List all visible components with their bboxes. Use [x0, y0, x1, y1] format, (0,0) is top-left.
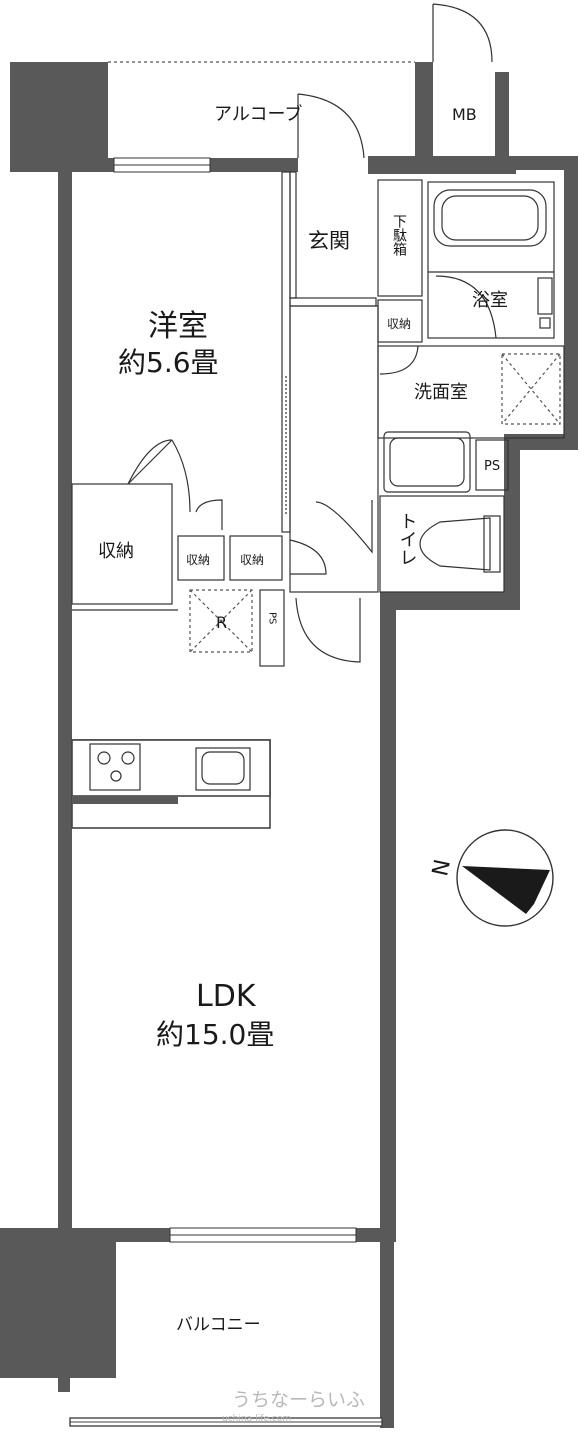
kitchen — [71, 739, 271, 829]
refrigerator-label: R — [216, 613, 227, 632]
walls — [0, 62, 578, 1428]
watermark-sub: uchina-life.com — [222, 1414, 291, 1424]
bath-faucet-knob — [539, 317, 551, 329]
ps-outline — [475, 439, 509, 491]
entry-top-wall — [368, 156, 516, 174]
closet-a-label: 収納 — [186, 553, 210, 567]
washing-machine-pan — [501, 353, 561, 425]
windows — [69, 157, 383, 1427]
storage-label: 収納 — [98, 541, 134, 562]
bedroom-top-wall — [58, 158, 114, 172]
mb-right-wall — [495, 72, 509, 158]
closet-a-outline — [177, 535, 225, 581]
ldk-size: 約15.0畳 — [156, 1018, 274, 1051]
sink-outer — [195, 747, 251, 791]
mb-label: MB — [452, 105, 477, 124]
toilet-bowl — [419, 517, 491, 571]
stove-burner-2 — [121, 751, 135, 765]
hall-door-swing — [289, 539, 327, 575]
toilet-tank — [483, 515, 501, 573]
bathtub-inner — [441, 195, 539, 241]
closet-b-outline — [229, 535, 283, 581]
refrigerator-x2 — [189, 589, 253, 653]
entrance-door-swing — [297, 93, 365, 159]
toilet-room-outline — [379, 495, 505, 593]
watermark-main: うちなーらいふ — [232, 1389, 365, 1411]
doors — [127, 3, 497, 663]
bathroom-outline — [427, 181, 555, 339]
ldk-east-wall — [380, 598, 396, 1238]
ldk-south-wall — [100, 1228, 170, 1242]
mb-door-swing — [432, 3, 493, 63]
toilet-door-swing — [315, 500, 373, 554]
corner-column-bottom-left — [0, 1228, 116, 1392]
western-room-label: 洋室 — [148, 309, 208, 344]
entrance-floor-step — [289, 297, 377, 307]
sink-inner — [201, 751, 245, 785]
ldk-door-swing — [295, 597, 361, 663]
corner-column-top-left — [10, 62, 108, 172]
toilet-label: トイレ — [397, 512, 418, 566]
watermark: うちなーらいふ uchina-life.com — [222, 1389, 365, 1424]
ldk-label: LDK — [196, 979, 257, 1014]
shoe-box-label: 下駄箱 — [391, 214, 407, 256]
ps-vertical-outline — [259, 589, 285, 667]
ps-label: PS — [484, 459, 500, 474]
washbasin-inner — [389, 437, 465, 487]
western-room-size: 約5.6畳 — [118, 346, 219, 379]
stove-outline — [89, 743, 141, 791]
entrance-west-partition — [289, 171, 297, 299]
kitchen-counter-top — [71, 739, 271, 797]
ldk-south-wall-right — [356, 1228, 396, 1242]
washbasin-outer — [383, 431, 471, 493]
bedroom-door-swing — [127, 439, 191, 513]
closet-b-label: 収納 — [240, 553, 264, 567]
stove-burner-3 — [110, 770, 122, 782]
bedroom-top-wall-right — [210, 158, 298, 172]
stove-burner-1 — [97, 751, 111, 765]
bath-door-swing — [435, 275, 497, 339]
washroom-label: 洗面室 — [414, 382, 468, 403]
balcony-label: バルコニー — [176, 1315, 261, 1335]
bathroom-label: 浴室 — [472, 290, 508, 311]
west-wall — [58, 168, 72, 1230]
kitchen-rail — [72, 796, 178, 804]
mb-left-wall — [415, 62, 433, 156]
shoe-box-outline — [377, 179, 423, 297]
hallway-outline — [289, 305, 379, 593]
alcove-label: アルコーブ — [214, 103, 302, 125]
compass-needle-icon — [462, 866, 550, 914]
closet-door-swing — [195, 499, 223, 530]
bathtub-outer — [433, 189, 547, 247]
mb-top-wall — [415, 62, 433, 72]
wash-door-swing — [379, 345, 419, 375]
compass: N — [428, 829, 554, 927]
partitions — [71, 61, 565, 667]
entrance-label: 玄関 — [308, 229, 350, 253]
bedroom-closet-outline — [71, 483, 173, 605]
ps-vertical-label: PS — [267, 612, 278, 624]
compass-north-label: N — [428, 857, 456, 878]
balcony-east-wall — [380, 1238, 394, 1428]
room-labels: アルコーブ MB 玄関 下駄箱 洋室 約5.6畳 浴室 収納 洗面室 PS トイ… — [98, 103, 508, 1335]
bath-faucet — [537, 277, 553, 315]
refrigerator-space — [189, 589, 253, 653]
small-storage-label: 収納 — [387, 317, 411, 331]
